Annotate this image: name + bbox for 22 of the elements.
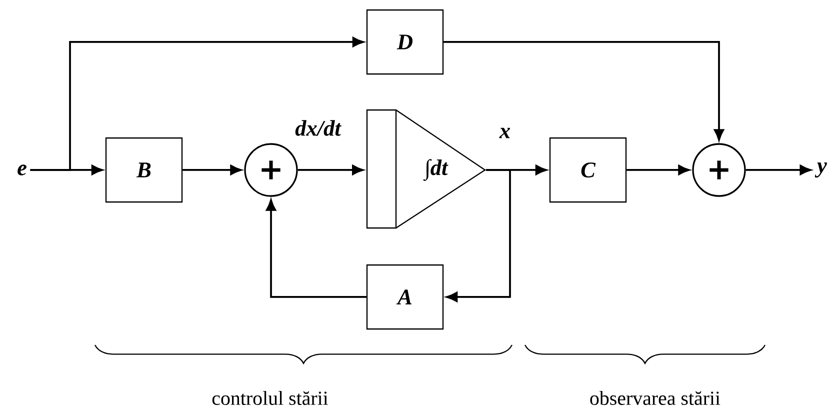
edge-label: x [499,128,510,138]
arrow [626,164,690,176]
signal-label: y [814,162,827,178]
block-box: A [366,264,444,330]
block-box: B [105,137,183,203]
signal-label: e [18,164,26,176]
arrow [298,164,364,176]
summing-junction [244,143,298,197]
edge-label: dx/dt [295,120,342,136]
node-label: ∫dt [423,159,448,181]
block-box: D [366,9,444,75]
arrow [182,164,242,176]
section-label: observarea stării [590,390,720,405]
arrow [30,36,364,171]
arrow [746,164,812,176]
integrator-block: ∫dt [366,109,486,229]
block-box: C [549,137,627,203]
arrow [266,199,366,298]
arrow [446,169,511,302]
arrow [444,41,724,141]
summing-junction [692,143,746,197]
section-label: controlul stării [212,390,328,405]
